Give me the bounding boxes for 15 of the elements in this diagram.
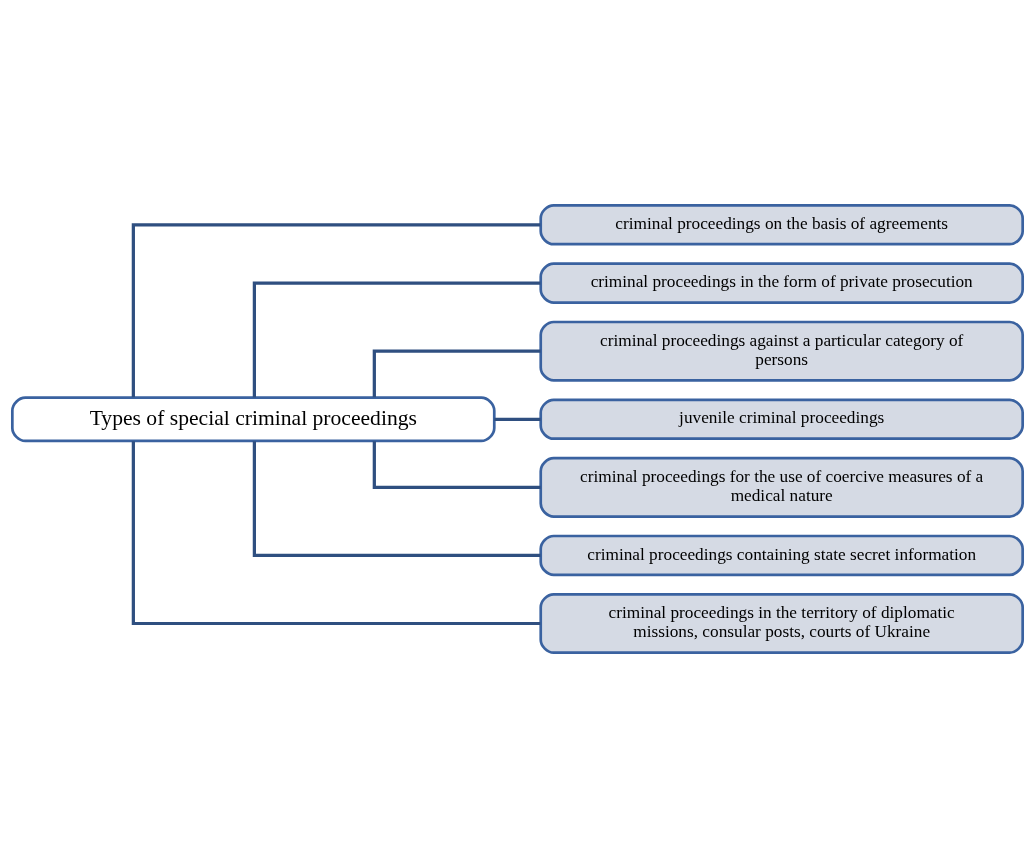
connector	[252, 441, 541, 558]
connector	[131, 441, 541, 626]
node-box: criminal proceedings in the form of private prosecution	[539, 262, 1024, 304]
node-box: criminal proceedings on the basis of agreements	[539, 203, 1024, 246]
node-box: criminal proceedings in the territory of diplomatic missions, consular posts, courts of Ukraine	[539, 593, 1024, 655]
node-box: juvenile criminal proceedings	[539, 398, 1024, 441]
node-box: criminal proceedings against a particular category of persons	[539, 320, 1024, 382]
node-box: Types of special criminal proceedings	[11, 396, 496, 443]
node-box: criminal proceedings for the use of coercive measures of a medical nature	[539, 456, 1024, 518]
connector	[372, 349, 541, 398]
connector	[252, 281, 541, 398]
connector	[372, 441, 541, 489]
node-box: criminal proceedings containing state secret information	[539, 534, 1024, 577]
connector	[494, 417, 541, 421]
connector	[131, 223, 541, 398]
